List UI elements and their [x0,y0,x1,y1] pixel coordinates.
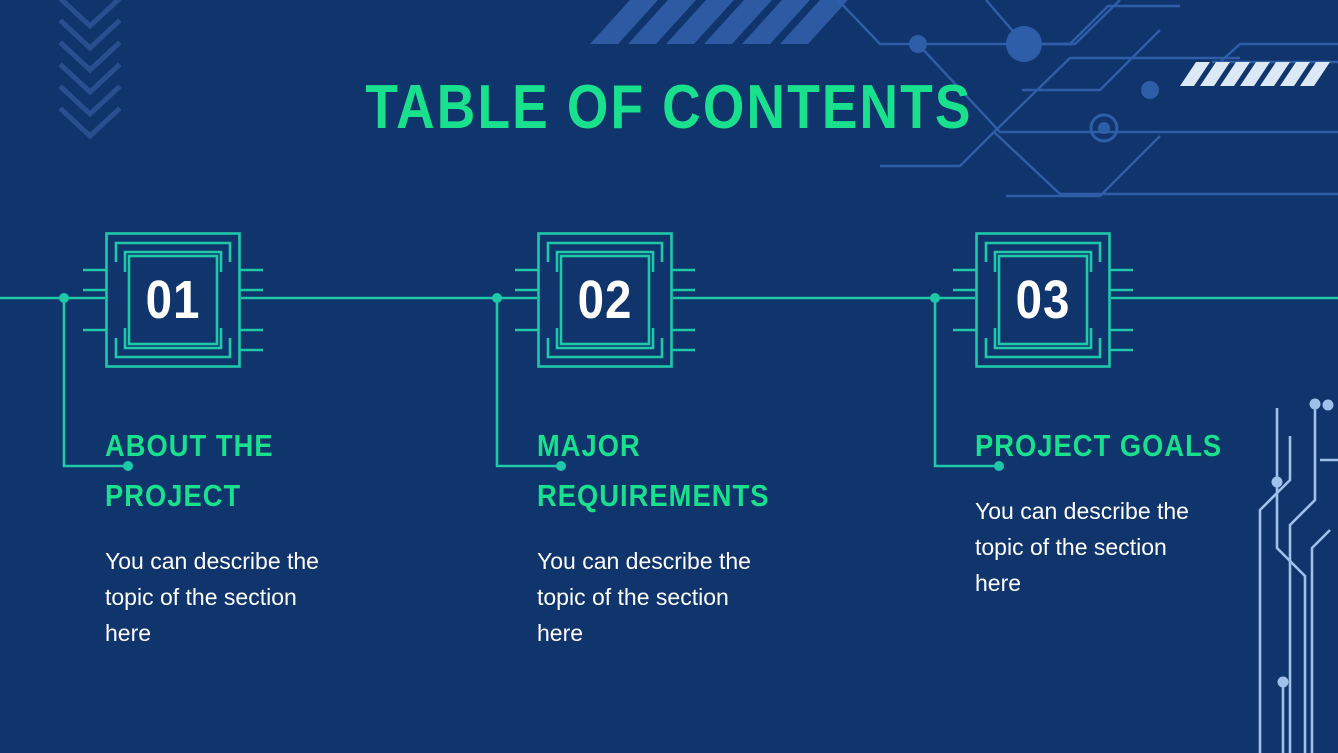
hatch-stripes-right [1180,62,1330,86]
circuit-ring-node [1089,113,1119,143]
section-heading: PROJECT GOALS [975,428,1223,463]
section-heading: MAJOR REQUIREMENTS [537,428,770,513]
hatch-stripes-top [590,0,848,44]
chevron-decoration [58,0,122,140]
circuit-nodes-top-right [909,26,1159,99]
chip-connector-traces [0,296,1338,468]
section-body: You can describe the topic of the sectio… [105,548,319,646]
chip-number: 01 [145,270,201,330]
section-body: You can describe the topic of the sectio… [537,548,751,646]
section-heading: ABOUT THE PROJECT [105,428,274,513]
chip-icon-03: 03 [953,232,1133,368]
section-body: You can describe the topic of the sectio… [975,498,1189,596]
chip-icon-01: 01 [83,232,263,368]
chip-icon-02: 02 [515,232,695,368]
section-item: 03 PROJECT GOALS You can describe the to… [953,232,1338,601]
chip-connector-nodes [59,293,1004,471]
section-item: 01 ABOUT THE PROJECT You can describe th… [83,232,505,651]
slide-title: TABLE OF CONTENTS [365,73,973,142]
chip-number: 03 [1015,270,1071,330]
circuit-nodes-bottom-right [1271,398,1334,688]
chip-number: 02 [577,270,633,330]
section-item: 02 MAJOR REQUIREMENTS You can describe t… [515,232,937,651]
